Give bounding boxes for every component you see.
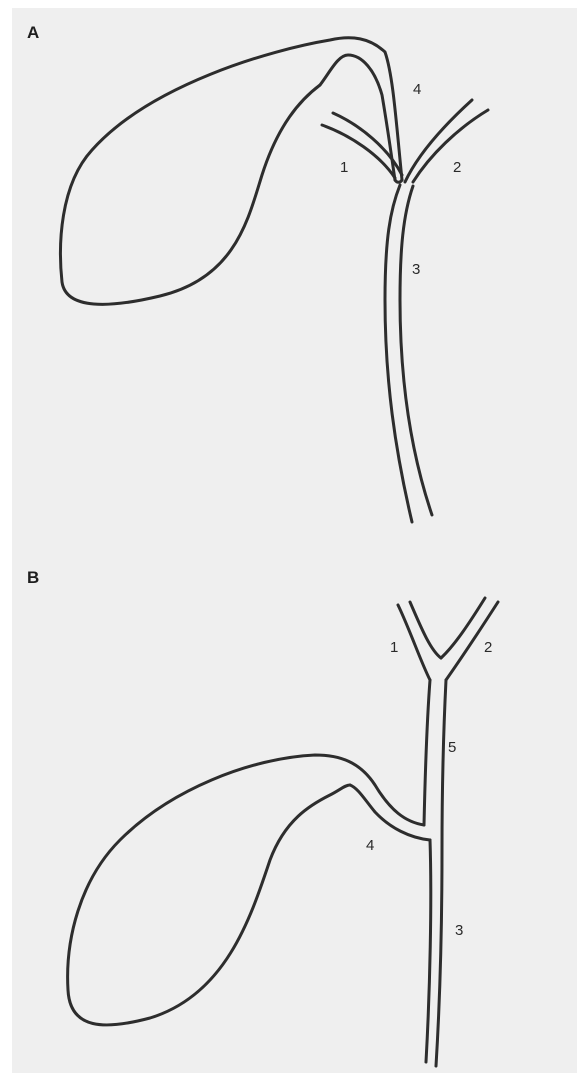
duct-3-right-wall (400, 186, 432, 515)
duct-2-left-wall (405, 100, 472, 182)
panel-a-gallbladder (60, 38, 402, 305)
panel-b-gallbladder (68, 755, 430, 1025)
panel-b-label: B (27, 568, 39, 587)
label-5: 5 (448, 739, 456, 756)
cystic-duct-inner-wall (350, 785, 430, 840)
label-2: 2 (484, 639, 492, 656)
duct-3-left-wall (426, 840, 431, 1062)
duct-3-left-wall (385, 185, 412, 522)
panel-a-label: A (27, 23, 39, 42)
label-4: 4 (413, 81, 421, 98)
label-1: 1 (340, 159, 348, 176)
label-3: 3 (412, 261, 420, 278)
duct-2-inner-wall (441, 598, 485, 658)
duct-5-left-wall (424, 680, 430, 825)
label-3: 3 (455, 922, 463, 939)
label-4: 4 (366, 837, 374, 854)
gallbladder-outer-wall (68, 755, 424, 1025)
cystic-junction (395, 180, 402, 182)
label-1: 1 (390, 639, 398, 656)
panel-b: B 1 2 3 4 5 (27, 568, 498, 1066)
duct-1-outer-wall (398, 605, 430, 680)
label-2: 2 (453, 159, 461, 176)
panel-b-hepatic-ducts (398, 598, 498, 1066)
panel-a: A 1 2 3 4 (27, 23, 488, 522)
cystic-duct-inner-wall (320, 55, 395, 180)
duct-1-inner-wall (410, 602, 441, 658)
gallbladder-outer-wall (60, 38, 402, 305)
duct-5-3-right-wall (436, 680, 446, 1066)
